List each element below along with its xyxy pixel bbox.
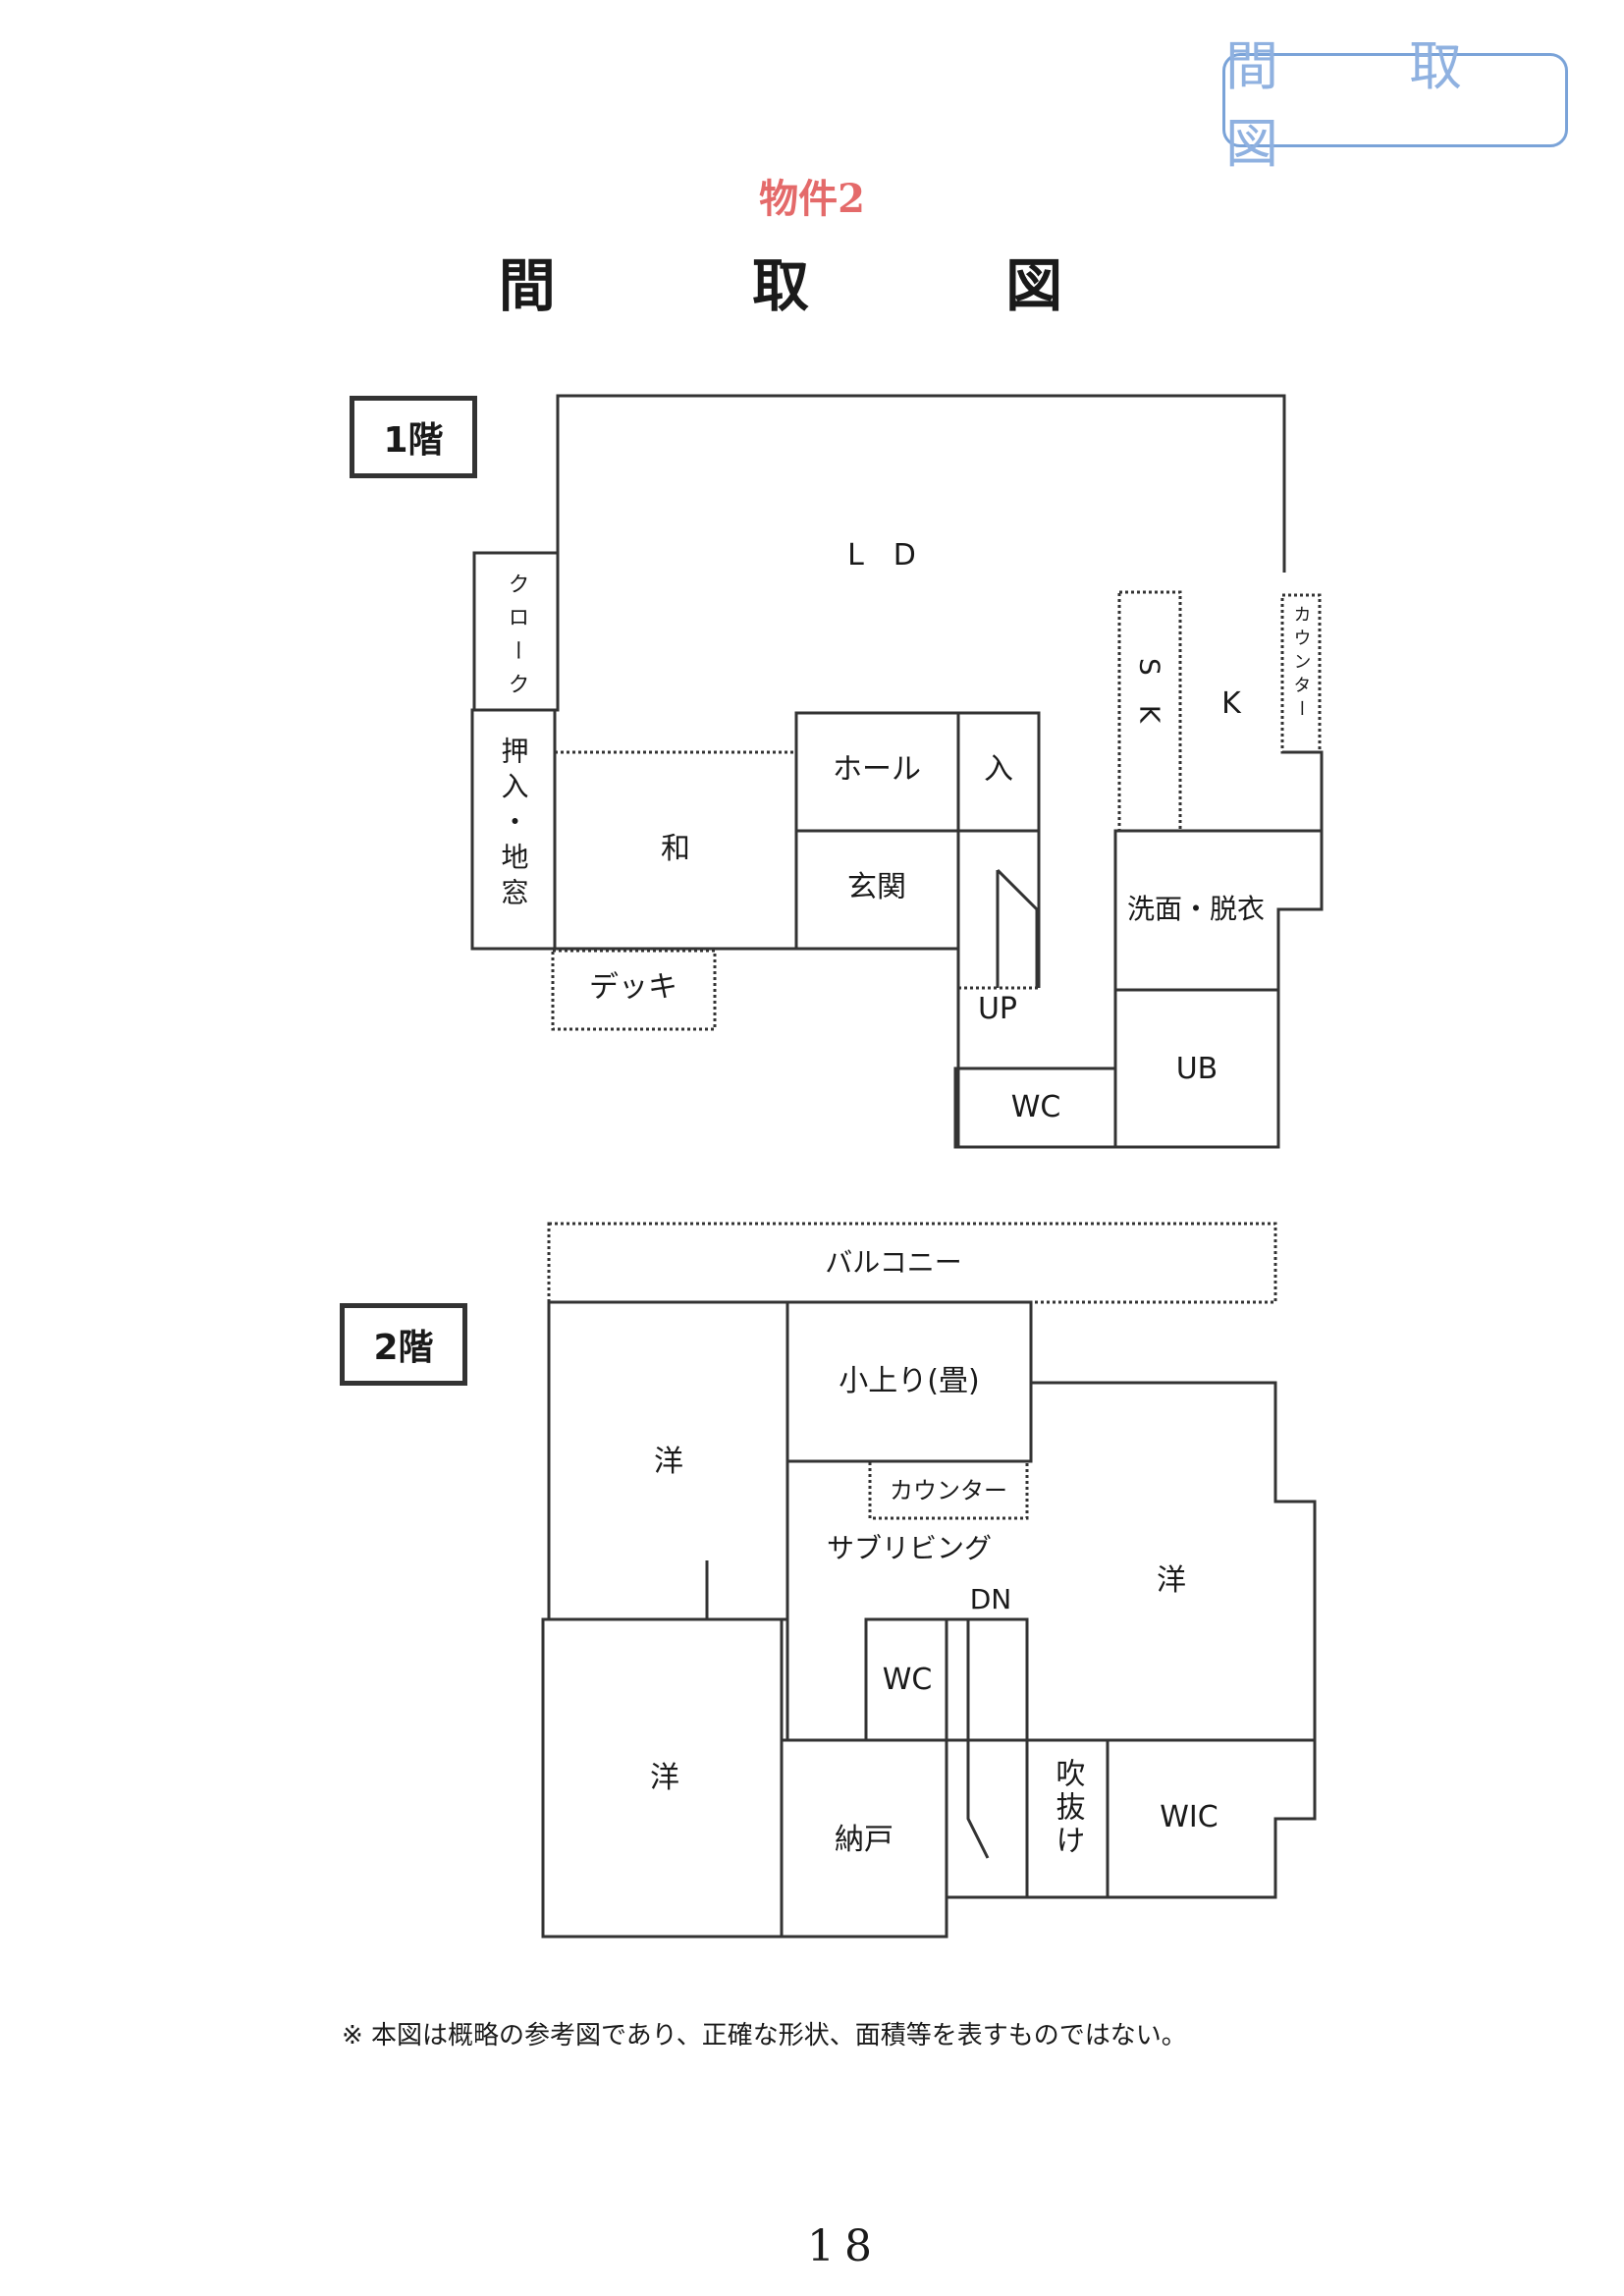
floor-1-tag: 1階 (350, 396, 477, 478)
label-closet: 押入・地窓 (498, 737, 530, 913)
label-washitsu: 和 (661, 832, 690, 866)
label-ld: L D (847, 538, 916, 573)
kitchen-wall (1284, 750, 1324, 831)
sk-counter (1117, 590, 1182, 833)
label-dn: DN (970, 1583, 1012, 1615)
floor-2-tag: 2階 (340, 1303, 467, 1386)
property-label: 物件2 (759, 176, 865, 222)
deck (551, 949, 717, 1031)
nando-room (780, 1738, 948, 1939)
stair-run (996, 868, 1039, 988)
page-number: 18 (807, 2221, 882, 2271)
label-counter-2f: カウンター (890, 1477, 1007, 1504)
floor-1-plan (470, 394, 1324, 1149)
floor-2-plan (541, 1222, 1317, 1939)
label-deck: デッキ (589, 970, 677, 1005)
label-counter: カウンター (1291, 605, 1312, 723)
senmen-wall (1113, 829, 1324, 992)
label-balcony: バルコニー (825, 1246, 961, 1279)
label-wc-2f: WC (883, 1663, 933, 1697)
label-yo-right: 洋 (1157, 1563, 1186, 1598)
label-yo-lower: 洋 (650, 1761, 679, 1795)
label-sub-living: サブリビング (827, 1532, 992, 1564)
label-k: K (1221, 686, 1242, 721)
k-counter (1280, 593, 1322, 754)
yo-right-wall (1031, 1381, 1317, 1742)
label-sk: SK (1134, 658, 1166, 752)
floor-plan-stamp: 間 取 図 (1222, 35, 1568, 175)
label-wic: WIC (1160, 1800, 1218, 1834)
label-genkan: 玄関 (847, 870, 906, 904)
disclaimer-note: ※ 本図は概略の参考図であり、正確な形状、面積等を表すものではない。 (342, 2021, 1187, 2050)
label-yo-upper: 洋 (654, 1445, 683, 1479)
label-wc: WC (1011, 1090, 1061, 1124)
label-entrance-in: 入 (984, 752, 1013, 787)
closet-room (470, 708, 557, 951)
label-fukinuke: 吹抜け (1051, 1758, 1085, 1858)
label-hall: ホール (833, 752, 921, 787)
label-koagari: 小上り(畳) (839, 1364, 979, 1398)
ld-wall (556, 394, 1286, 651)
counter-2f (868, 1459, 1029, 1520)
label-cloak: クローク (505, 573, 529, 706)
label-nando: 納戸 (835, 1823, 893, 1857)
washitsu-wall (555, 713, 798, 951)
label-ub: UB (1176, 1052, 1218, 1086)
label-senmen: 洗面・脱衣 (1127, 893, 1265, 925)
entrance-in-room (956, 711, 1041, 833)
label-up: UP (978, 992, 1017, 1026)
page-title: 間 取 図 (498, 252, 1152, 319)
stair-2f (947, 1617, 1029, 1897)
